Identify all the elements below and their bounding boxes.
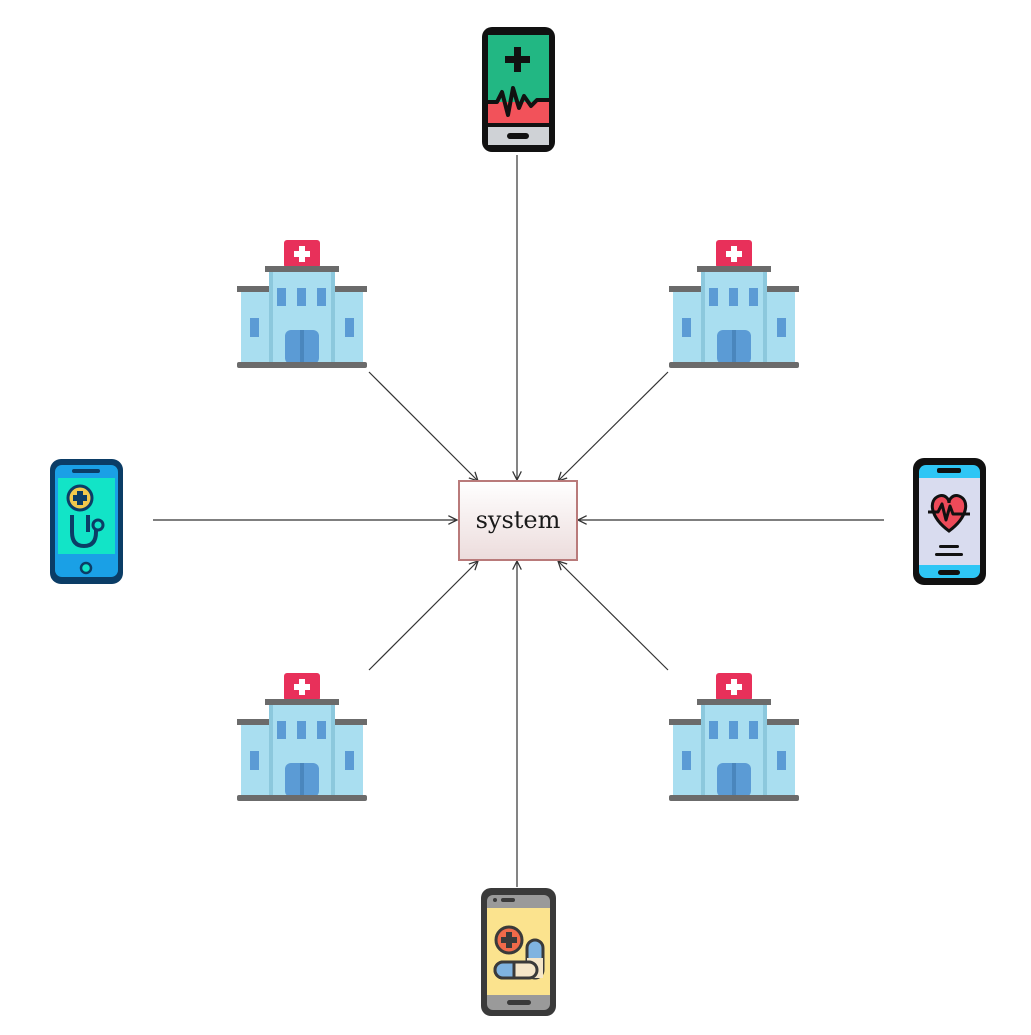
heartbeat-phone-icon: [913, 458, 986, 585]
edges: [153, 155, 884, 887]
system-label: system: [476, 506, 561, 534]
edge-hospital-bottom-left: [368, 561, 478, 671]
system-node: system: [458, 480, 578, 561]
edge-hospital-top-left: [368, 371, 478, 481]
system-box: [458, 480, 578, 561]
heart-monitor-phone-icon: [482, 27, 555, 152]
pills-phone-icon: [481, 888, 556, 1016]
edge-hospital-bottom-right: [558, 561, 669, 671]
stethoscope-phone-icon: [50, 459, 123, 584]
hospital-icon: [669, 673, 799, 801]
hospital-icon: [237, 673, 367, 801]
hospital-icon: [237, 240, 367, 368]
edge-hospital-top-right: [558, 371, 669, 481]
hospital-icon: [669, 240, 799, 368]
